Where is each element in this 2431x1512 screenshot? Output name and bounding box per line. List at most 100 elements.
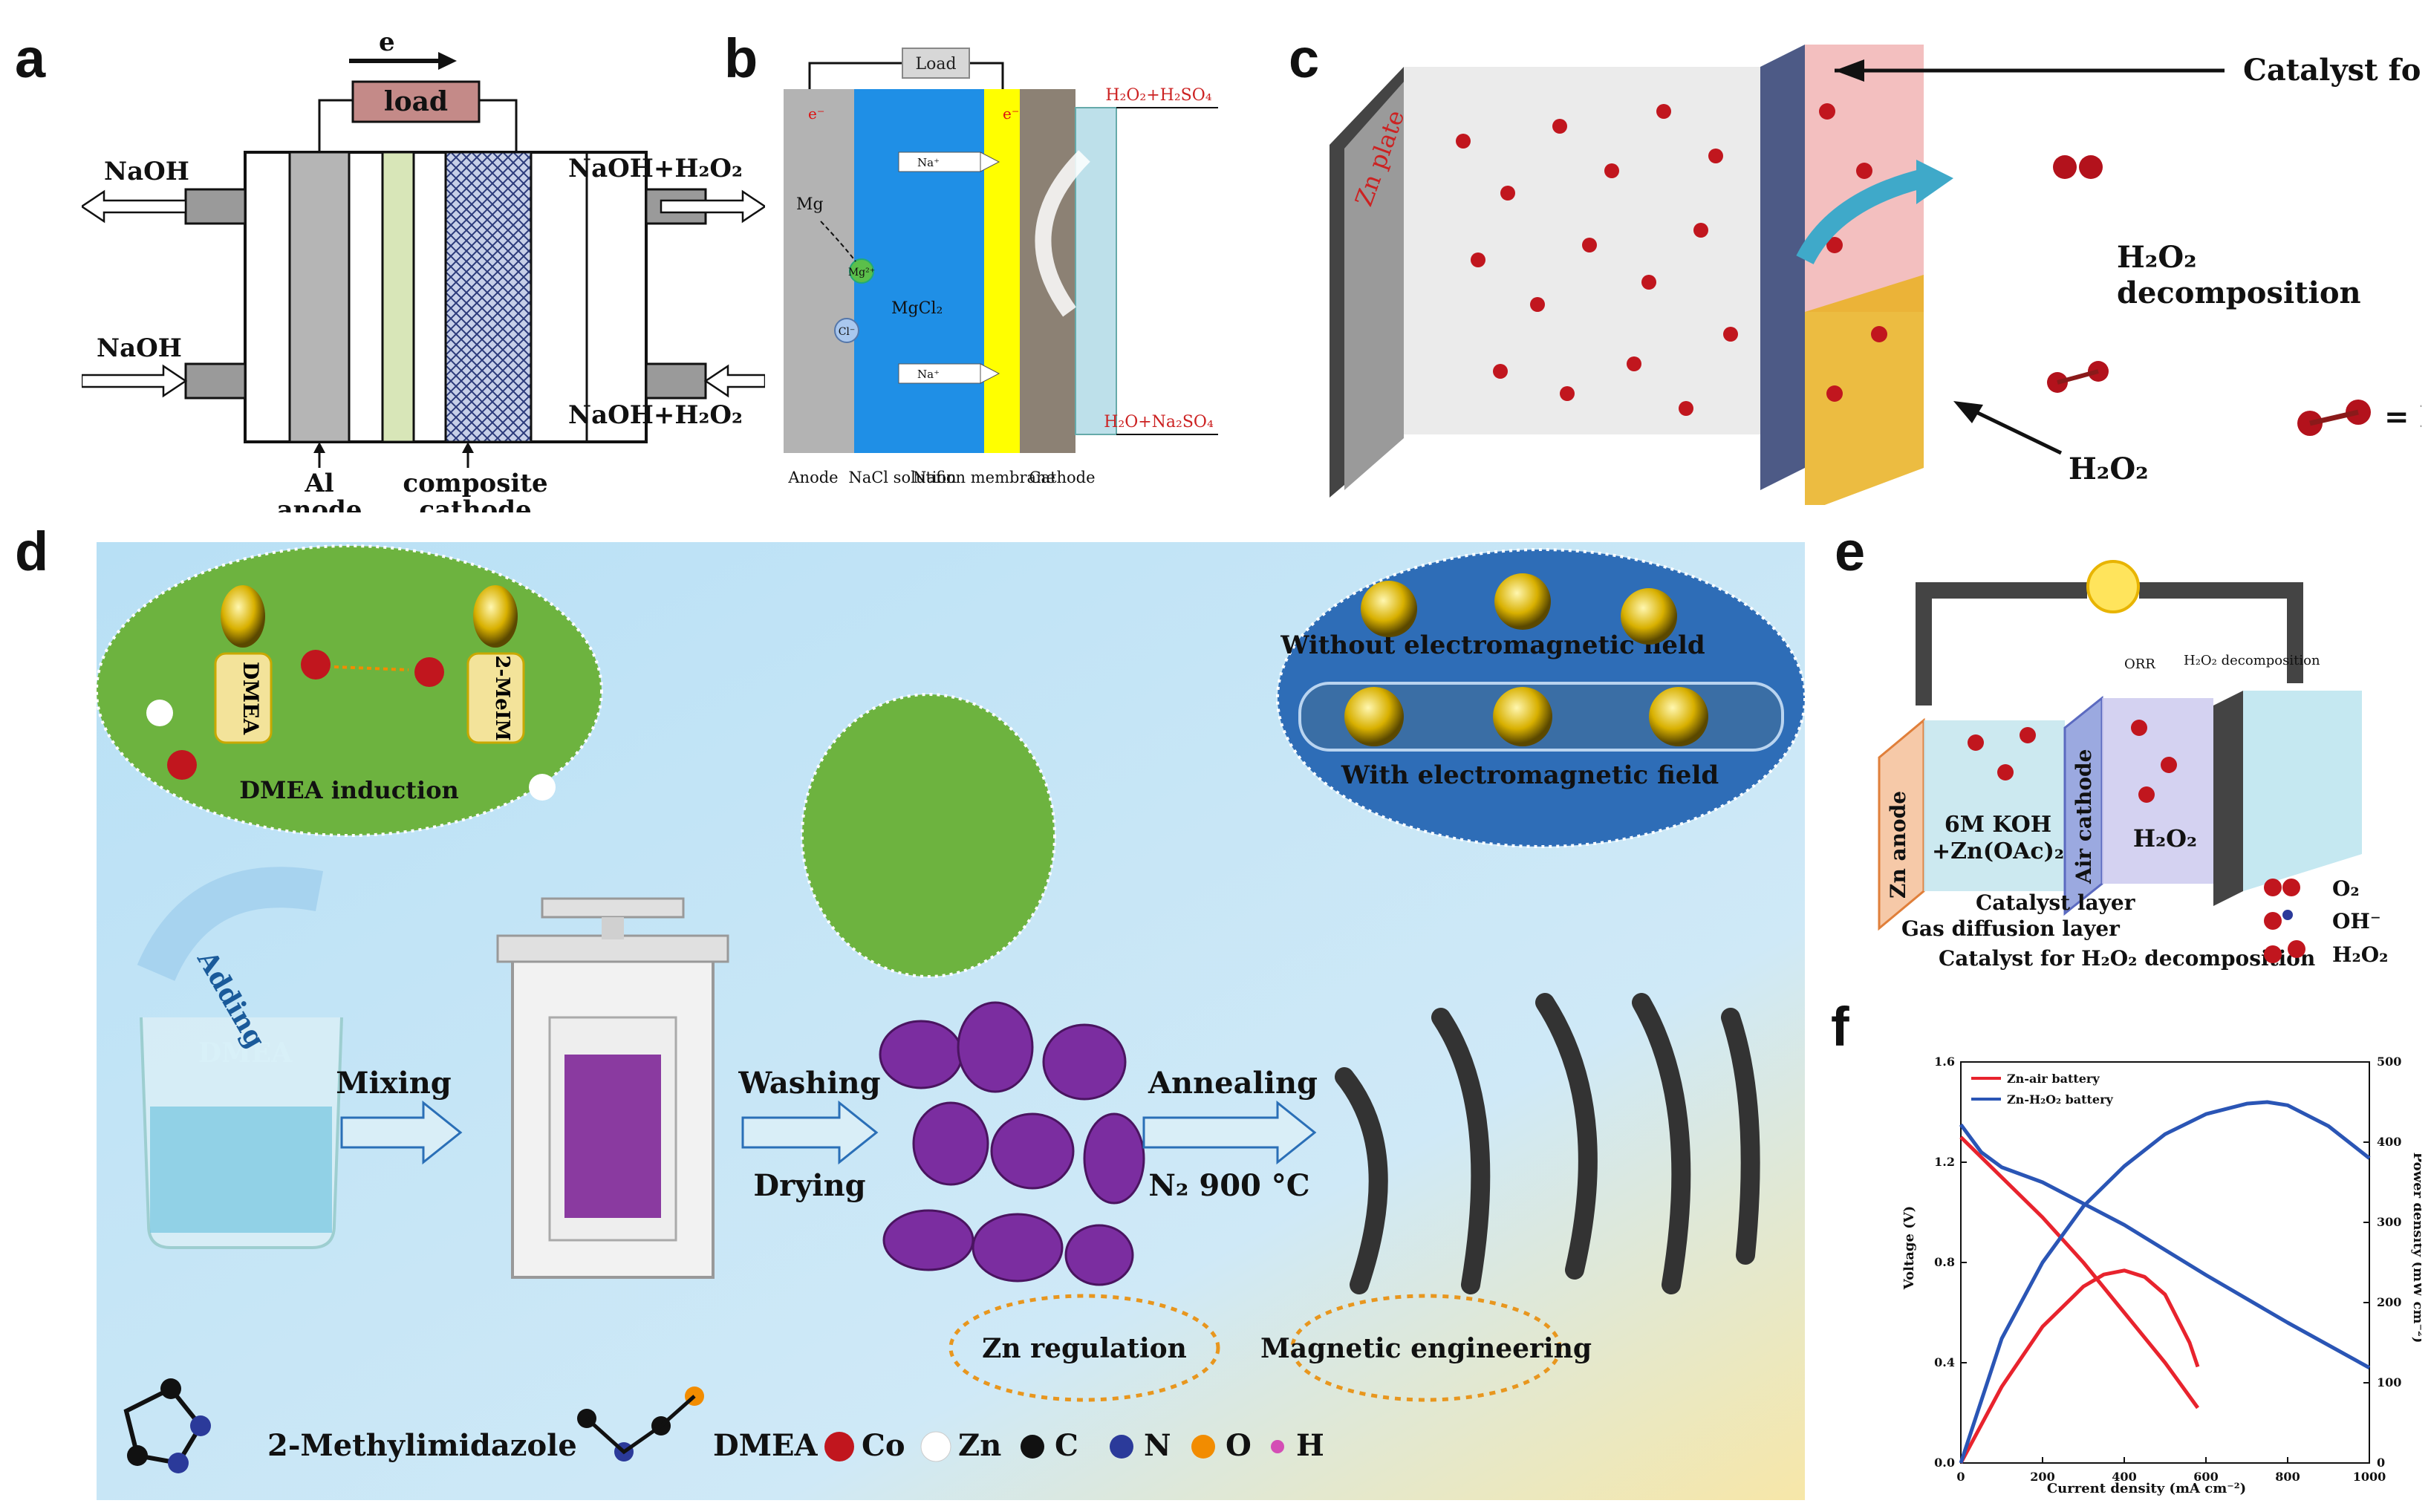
e-label-left: e⁻ [808, 105, 824, 123]
series-line-0 [1959, 1135, 2200, 1410]
load-label-b: Load [915, 55, 956, 74]
y2-tick-label: 500 [2377, 1055, 2401, 1069]
h2o2-arrow-label: H₂O₂ [2069, 452, 2149, 486]
panel-label-e: e [1835, 521, 1866, 582]
molecule-ellipse [801, 693, 1056, 978]
y2-tick-label: 200 [2377, 1295, 2401, 1309]
panel-b-cell-diagram: Load e⁻ e⁻ Mg Mg²⁺ Cl⁻ MgCl₂ Na⁺ Na⁺ H₂O… [784, 48, 1218, 486]
y2-tick-label: 400 [2377, 1135, 2401, 1149]
decomp-label-2: decomposition [2117, 276, 2361, 310]
load-box [351, 80, 481, 123]
legend-dmea: DMEA [713, 1428, 818, 1463]
x-tick-label: 800 [2275, 1470, 2300, 1484]
b-anode-label: Anode [787, 469, 838, 486]
legend-h: H [1296, 1428, 1324, 1463]
zn-anode-label: Zn anode [1886, 791, 1910, 899]
autoclave-liner [564, 1055, 661, 1218]
series-line-2 [1959, 1123, 2371, 1369]
legend-label: Zn-air battery [2007, 1072, 2100, 1086]
panel-a-cell-diagram: e load NaOH NaOH NaOH+H₂O₂ NaOH+H₂O₂ Al … [82, 27, 765, 512]
condition-label: N₂ 900 °C [1148, 1168, 1309, 1203]
electron-label: e [379, 27, 395, 57]
x-tick-label: 400 [2112, 1470, 2136, 1484]
y-tick-label: 1.2 [1934, 1155, 1955, 1169]
legend-h2o2: H₂O₂ [2332, 942, 2388, 967]
mixing-arrow [340, 1100, 463, 1165]
legend-oh: OH⁻ [2332, 909, 2381, 933]
magnetic-engineering-label: Magnetic engineering [1260, 1333, 1592, 1364]
panel-c-cell-diagram: Zn plate Catalyst for H₂O₂ decomposition… [1330, 45, 2421, 505]
zn-regulation-label: Zn regulation [982, 1333, 1187, 1364]
panel-label-b: b [724, 27, 758, 89]
al-label: Al [304, 469, 333, 498]
with-field-label: With electromagnetic field [1341, 760, 1719, 790]
y2-tick-label: 300 [2377, 1215, 2401, 1229]
washing-label: Washing [738, 1066, 880, 1101]
outflow-arrow-right [660, 189, 765, 224]
annealing-label: Annealing [1148, 1066, 1318, 1101]
composite-label: composite [403, 469, 547, 498]
e-label-right: e⁻ [1003, 105, 1019, 123]
mg2-label: Mg²⁺ [848, 267, 875, 278]
mgcl2-label: MgCl₂ [891, 299, 943, 318]
composite-cathode-plate [444, 151, 533, 443]
separator [381, 151, 415, 443]
panel-d-synthesis-scheme: DMEA 2-MeIM DMEA induction DMEA Adding M… [97, 542, 1805, 1500]
air-cathode-label: Air cathode [2072, 749, 2096, 884]
outflow-arrow-left [82, 189, 187, 224]
anode-label: anode [277, 495, 362, 512]
out-bottom-label: H₂O+Na₂SO₄ [1104, 413, 1214, 431]
annealing-arrow [1142, 1100, 1317, 1165]
legend-co: Co [862, 1428, 905, 1463]
na-label-bottom: Na⁺ [917, 368, 940, 381]
orr-label: ORR [2124, 656, 2155, 672]
beaker-label: DMEA [198, 1037, 293, 1069]
dmea-figure-label: DMEA [238, 662, 263, 736]
carbon-nanotubes [1335, 993, 1760, 1294]
out-top-label: H₂O₂+H₂SO₄ [1105, 86, 1211, 105]
callout-catalyst-layer: Catalyst layer [1976, 890, 2136, 915]
legend-methylimidazole: 2-Methylimidazole [267, 1428, 577, 1463]
h2o2-molecules [1456, 103, 1887, 416]
nacl-solution [854, 89, 984, 453]
cl-label: Cl⁻ [839, 326, 856, 338]
y2-tick-label: 100 [2377, 1375, 2401, 1389]
legend-o: O [1226, 1428, 1252, 1463]
x-tick-label: 600 [2193, 1470, 2218, 1484]
y2-axis-label: Power density (mW cm⁻²) [2410, 1153, 2421, 1343]
na-label-top: Na⁺ [917, 156, 940, 169]
naoh-h2o2-in-label: NaOH+H₂O₂ [568, 400, 743, 430]
b-nafion-label: Nafion membrane [913, 469, 1055, 486]
legend-o2: O₂ [2332, 876, 2360, 901]
x-tick-label: 0 [1956, 1470, 1965, 1484]
catalyst-label: Catalyst for H₂O₂ decomposition [2243, 53, 2421, 88]
legend-zn: Zn [958, 1428, 1001, 1463]
legend-c: C [1055, 1428, 1078, 1463]
zn-regulation-oval [948, 1294, 1220, 1402]
cathode-label: cathode [419, 495, 531, 512]
inflow-arrow-right [703, 364, 765, 398]
y2-tick-label: 0 [2377, 1456, 2385, 1470]
x-tick-label: 1000 [2353, 1470, 2386, 1484]
load-label: load [384, 86, 448, 117]
molecule-legend: 2-Methylimidazole DMEA Co Zn C N O H [123, 1378, 1324, 1473]
drying-label: Drying [753, 1168, 865, 1203]
naoh-h2o2-out-label: NaOH+H₂O₂ [568, 154, 743, 183]
callout-catalyst-h2o2: Catalyst for H₂O₂ decomposition [1939, 946, 2315, 971]
mim-figure-label: 2-MeIM [491, 655, 513, 740]
b-nacl-label: NaCl solution [848, 469, 956, 486]
zif-particles [879, 1001, 1145, 1286]
mixing-label: Mixing [336, 1066, 452, 1101]
x-tick-label: 200 [2030, 1470, 2054, 1484]
legend-h2o2-label: = H₂O₂ [2384, 400, 2421, 434]
magnetic-engineering-oval [1290, 1294, 1562, 1402]
washing-arrow [741, 1100, 879, 1165]
y-tick-label: 0.4 [1934, 1355, 1955, 1369]
panel-label-c: c [1289, 27, 1320, 89]
decomp-label-1: H₂O₂ [2117, 240, 2197, 275]
e-molecules [1968, 720, 2177, 803]
e-h2o2-label: H₂O₂ [2133, 824, 2197, 853]
h2o2-decomp-label: H₂O₂ decomposition [2184, 653, 2320, 668]
al-anode-plate [288, 151, 351, 443]
